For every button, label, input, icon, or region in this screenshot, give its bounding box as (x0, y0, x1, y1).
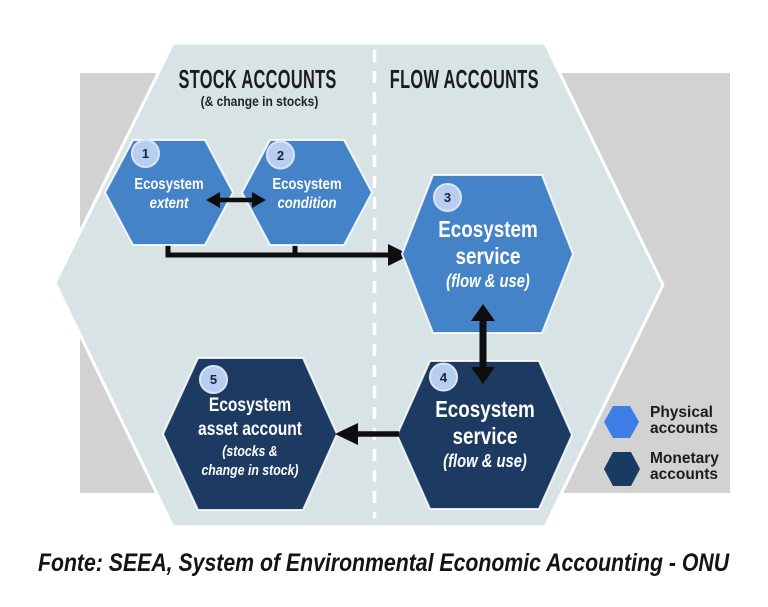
node-5-note1: (stocks & (222, 443, 278, 460)
legend-monetary-hexagon-icon (604, 452, 640, 486)
arrow-extent-condition-right-head (252, 192, 266, 208)
node-1-emphasis: extent (149, 195, 189, 212)
node-label-ecosystem-service-physical: Ecosystem service (flow & use) (419, 216, 557, 292)
flow-accounts-header: FLOW ACCOUNTS (364, 63, 564, 94)
stock-accounts-subheader: (& change in stocks) (159, 93, 359, 109)
node-5-note2: change in stock) (201, 462, 299, 479)
node-5-title2: asset account (198, 419, 302, 440)
source-caption: Fonte: SEEA, System of Environmental Eco… (0, 549, 768, 578)
node-3-note: (flow & use) (446, 271, 530, 291)
badge-circle-3 (433, 183, 462, 212)
node-4-title2: service (452, 423, 518, 449)
source-caption-text: Fonte: SEEA, System of Environmental Eco… (38, 549, 730, 577)
badge-circle-5 (199, 365, 228, 394)
legend-monetary-label: Monetary accounts (650, 450, 719, 483)
node-3-title2: service (455, 243, 521, 269)
badge-number-2: 2 (276, 147, 285, 163)
node-label-ecosystem-extent: Ecosystem extent (117, 175, 222, 213)
node-4-title: Ecosystem (435, 396, 535, 422)
panel-hexagon (53, 41, 665, 529)
badge-circle-2 (266, 140, 295, 170)
node-1-title: Ecosystem (134, 176, 204, 193)
hexagon-ecosystem-service-physical (400, 174, 575, 334)
arrow-service-physical-monetary-bottom-head (471, 367, 495, 384)
node-label-ecosystem-asset-account: Ecosystem asset account (stocks & change… (179, 394, 322, 480)
flow-accounts-title: FLOW ACCOUNTS (389, 63, 539, 94)
node-2-emphasis: condition (277, 195, 337, 212)
badge-number-1: 1 (141, 146, 150, 161)
legend-physical-label: Physical accounts (650, 404, 719, 437)
badge-number-5: 5 (209, 372, 218, 387)
badge-circle-4 (429, 362, 458, 392)
node-label-ecosystem-condition: Ecosystem condition (255, 175, 360, 213)
arrow-extent-condition-left-head (206, 192, 220, 208)
badge-number-3: 3 (443, 190, 452, 205)
stock-accounts-title: STOCK ACCOUNTS (178, 63, 338, 94)
legend-physical-hexagon-icon (604, 406, 639, 438)
stock-accounts-header: STOCK ACCOUNTS (158, 63, 358, 94)
node-3-title: Ecosystem (438, 216, 538, 242)
arrow-service-to-asset-head (335, 423, 358, 445)
arrow-stocks-to-service-head (388, 244, 410, 266)
hexagon-ecosystem-extent (103, 139, 235, 246)
stock-accounts-subtitle: (& change in stocks) (200, 93, 318, 109)
hexagon-ecosystem-service-monetary (395, 360, 574, 510)
badge-number-4: 4 (439, 369, 448, 385)
node-label-ecosystem-service-monetary: Ecosystem service (flow & use) (416, 396, 554, 472)
node-5-title: Ecosystem (208, 395, 292, 416)
arrow-service-physical-monetary-top-head (471, 304, 495, 321)
badge-circle-1 (131, 139, 160, 168)
node-2-title: Ecosystem (272, 176, 342, 193)
node-4-note: (flow & use) (443, 451, 527, 471)
